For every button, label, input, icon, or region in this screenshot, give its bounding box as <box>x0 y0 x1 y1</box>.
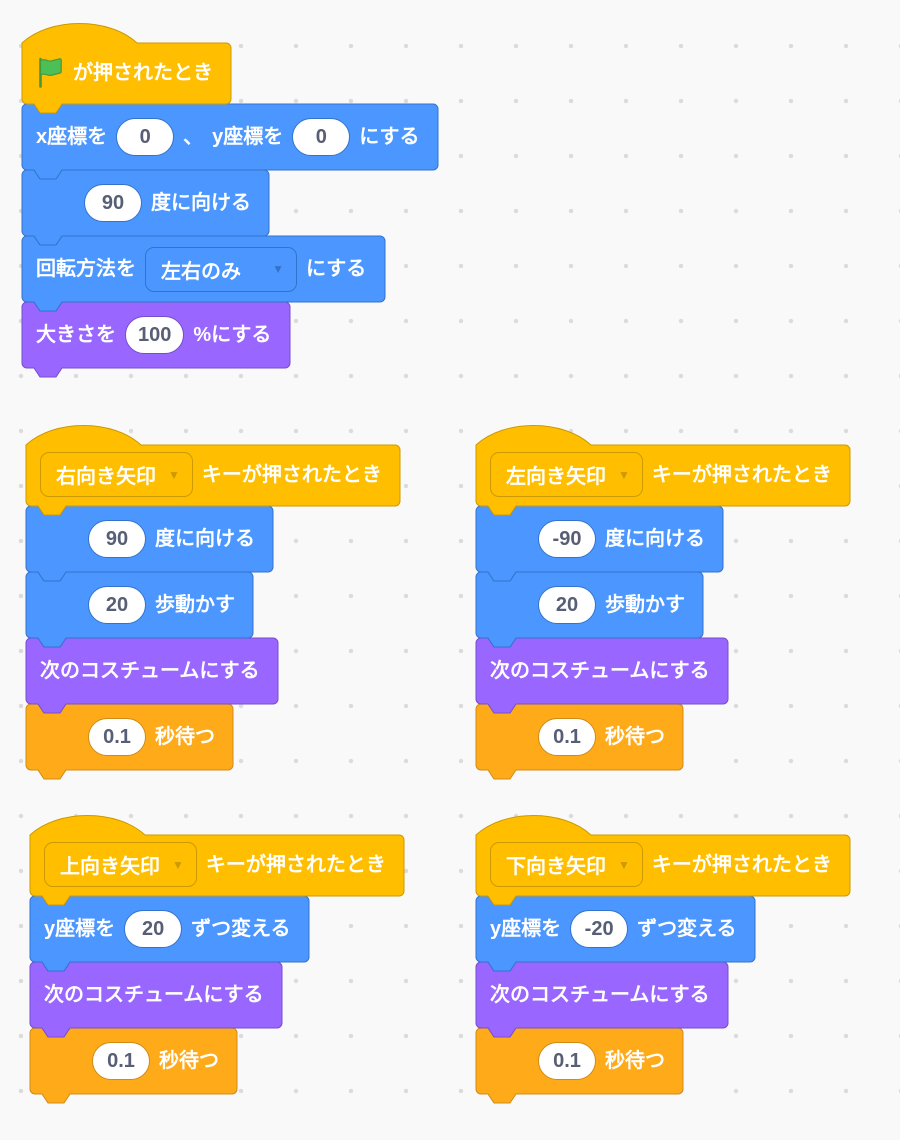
motion-change-y-by[interactable]: y座標を 20 ずつ変える <box>29 895 310 972</box>
block-label: y座標を <box>490 918 562 940</box>
motion-change-y-by[interactable]: y座標を -20 ずつ変える <box>475 895 756 972</box>
motion-point-in-direction[interactable]: 90 度に向ける <box>25 505 274 582</box>
looks-next-costume[interactable]: 次のコスチュームにする <box>475 961 729 1038</box>
control-wait-seconds[interactable]: 0.1 秒待つ <box>29 1027 238 1104</box>
number-input[interactable]: -20 <box>570 910 629 948</box>
block-shape <box>25 425 401 516</box>
dropdown-value: 上向き矢印 <box>60 856 160 878</box>
block-label: 度に向ける <box>605 528 705 550</box>
control-wait-seconds[interactable]: 0.1 秒待つ <box>475 703 684 780</box>
number-input[interactable]: -90 <box>538 520 596 558</box>
motion-go-to-xy[interactable]: x座標を 0 、 y座標を 0 にする <box>21 103 439 180</box>
block-shape <box>29 815 405 906</box>
event-when-flag-clicked[interactable]: が押されたとき <box>21 20 232 114</box>
block-label: にする <box>306 258 367 280</box>
block-label: 大きさを <box>36 324 116 346</box>
block-label: 次のコスチュームにする <box>44 984 264 1006</box>
block-label: ずつ変える <box>637 918 737 940</box>
number-input[interactable]: 0.1 <box>538 718 596 756</box>
green-flag-icon <box>39 57 62 88</box>
number-input[interactable]: 100 <box>125 316 185 354</box>
event-when-key-pressed[interactable]: 右向き矢印 ▼ キーが押されたとき <box>25 422 401 516</box>
motion-point-in-direction[interactable]: 90 度に向ける <box>21 169 270 246</box>
number-input[interactable]: 90 <box>84 184 142 222</box>
block-label: にする <box>359 126 420 148</box>
dropdown-value: 左向き矢印 <box>506 466 606 488</box>
block-label: 秒待つ <box>605 726 665 748</box>
dropdown-arrow-icon: ▼ <box>618 857 630 872</box>
control-wait-seconds[interactable]: 0.1 秒待つ <box>25 703 234 780</box>
block-label: 度に向ける <box>155 528 255 550</box>
looks-next-costume[interactable]: 次のコスチュームにする <box>25 637 279 714</box>
looks-set-size-to[interactable]: 大きさを 100 %にする <box>21 301 291 378</box>
number-input[interactable]: 0.1 <box>538 1042 596 1080</box>
dropdown-value: 左右のみ <box>161 260 241 283</box>
block-label: 度に向ける <box>151 192 251 214</box>
looks-next-costume[interactable]: 次のコスチュームにする <box>29 961 283 1038</box>
number-input[interactable]: 0 <box>292 118 351 156</box>
number-input[interactable]: 0.1 <box>92 1042 150 1080</box>
block-label: が押されたとき <box>73 61 213 84</box>
block-shape <box>475 425 851 516</box>
block-label: ずつ変える <box>191 918 291 940</box>
control-wait-seconds[interactable]: 0.1 秒待つ <box>475 1027 684 1104</box>
block-label: キーが押されたとき <box>201 463 382 486</box>
event-when-key-pressed[interactable]: 上向き矢印 ▼ キーが押されたとき <box>29 812 405 906</box>
block-label: キーが押されたとき <box>651 463 832 486</box>
block-shape <box>475 815 851 906</box>
dropdown-value: 右向き矢印 <box>56 466 156 488</box>
motion-point-in-direction[interactable]: -90 度に向ける <box>475 505 724 582</box>
block-label: y座標を <box>44 918 116 940</box>
block-label: 次のコスチュームにする <box>490 660 710 682</box>
block-label: 歩動かす <box>605 594 685 616</box>
block-label: キーが押されたとき <box>651 853 832 876</box>
block-label: 回転方法を <box>36 258 136 280</box>
dropdown-field[interactable]: 右向き矢印 ▼ <box>40 452 193 497</box>
block-label: y座標を <box>212 126 284 148</box>
motion-move-steps[interactable]: 20 歩動かす <box>25 571 254 648</box>
block-label: 秒待つ <box>605 1050 665 1072</box>
motion-move-steps[interactable]: 20 歩動かす <box>475 571 704 648</box>
dropdown-arrow-icon: ▼ <box>272 262 284 276</box>
dropdown-field[interactable]: 上向き矢印 ▼ <box>44 842 197 887</box>
block-label: 秒待つ <box>159 1050 219 1072</box>
dropdown-arrow-icon: ▼ <box>618 467 630 482</box>
block-label: 次のコスチュームにする <box>40 660 260 682</box>
block-shape <box>21 23 232 114</box>
number-input[interactable]: 20 <box>538 586 596 624</box>
event-when-key-pressed[interactable]: 下向き矢印 ▼ キーが押されたとき <box>475 812 851 906</box>
block-label: 、 <box>183 126 204 148</box>
dropdown-field[interactable]: 左右のみ ▼ <box>145 246 297 292</box>
dropdown-value: 下向き矢印 <box>506 856 606 878</box>
number-input[interactable]: 0 <box>116 118 175 156</box>
block-label: キーが押されたとき <box>205 853 386 876</box>
dropdown-arrow-icon: ▼ <box>172 857 184 872</box>
number-input[interactable]: 0.1 <box>88 718 146 756</box>
block-label: x座標を <box>36 126 108 148</box>
block-label: 秒待つ <box>155 726 215 748</box>
block-label: 次のコスチュームにする <box>490 984 710 1006</box>
dropdown-arrow-icon: ▼ <box>168 467 180 482</box>
number-input[interactable]: 90 <box>88 520 146 558</box>
dropdown-field[interactable]: 下向き矢印 ▼ <box>490 842 643 887</box>
dropdown-field[interactable]: 左向き矢印 ▼ <box>490 452 643 497</box>
event-when-key-pressed[interactable]: 左向き矢印 ▼ キーが押されたとき <box>475 422 851 516</box>
number-input[interactable]: 20 <box>88 586 146 624</box>
block-label: 歩動かす <box>155 594 235 616</box>
number-input[interactable]: 20 <box>124 910 183 948</box>
block-label: %にする <box>193 324 272 346</box>
